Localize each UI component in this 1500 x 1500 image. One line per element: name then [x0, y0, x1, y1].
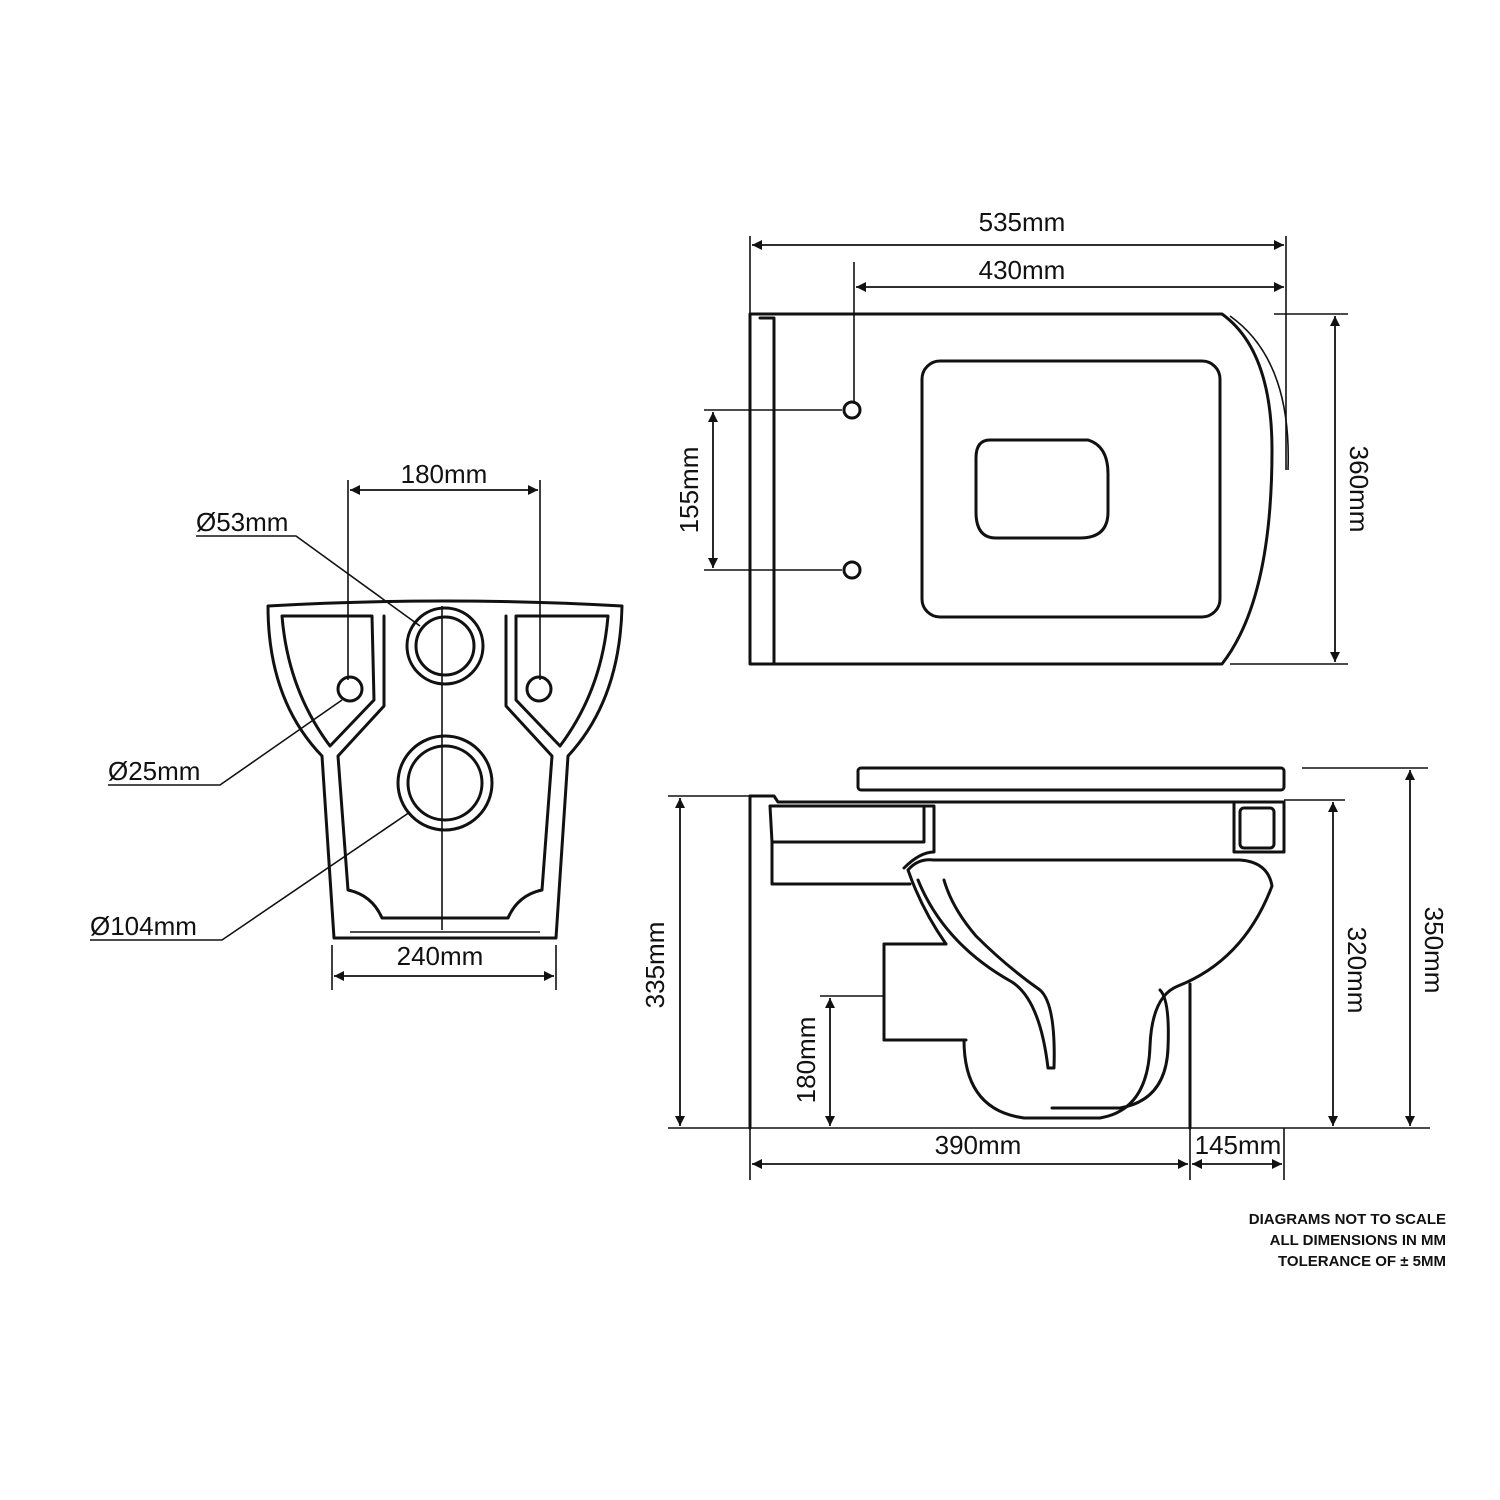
- dimension-label-180: 180mm: [401, 459, 488, 489]
- top-view-seat-edge: [1229, 315, 1290, 471]
- note-not-to-scale: DIAGRAMS NOT TO SCALE: [1249, 1211, 1446, 1228]
- front-rim: [1232, 800, 1286, 854]
- bowl-inner: [916, 878, 1056, 1070]
- rim-top: [748, 794, 1286, 804]
- note-all-dimensions: ALL DIMENSIONS IN MM: [1270, 1232, 1446, 1249]
- rear-frame: [770, 840, 912, 886]
- rear-view: 180mm Ø53mm Ø25mm Ø104mm 240mm: [90, 459, 624, 990]
- seat-outline: [920, 359, 1222, 619]
- dimension-label-25: Ø25mm: [108, 756, 200, 786]
- bowl-opening: [974, 438, 1110, 540]
- rear-view-left-pocket: [280, 614, 376, 748]
- rim-post: [902, 804, 936, 870]
- dimension-label-390: 390mm: [935, 1130, 1022, 1160]
- leader-53: [196, 535, 421, 627]
- rear-view-inner-channel: [336, 614, 554, 920]
- bowl-outer: [882, 858, 1274, 1120]
- drawing-notes: DIAGRAMS NOT TO SCALE ALL DIMENSIONS IN …: [1249, 1211, 1446, 1270]
- dimension-label-155: 155mm: [674, 447, 704, 534]
- dimension-label-53: Ø53mm: [196, 507, 288, 537]
- fixing-hole-right: [525, 675, 553, 703]
- fixing-hole-bottom: [842, 560, 862, 580]
- side-view: 335mm 180mm 320mm 350mm 390mm 145mm: [640, 766, 1449, 1180]
- dimension-label-145: 145mm: [1195, 1130, 1282, 1160]
- top-view: 535mm 430mm 155mm 360mm: [674, 207, 1374, 666]
- dimension-label-430: 430mm: [979, 255, 1066, 285]
- dimension-label-535: 535mm: [979, 207, 1066, 237]
- dimension-label-350: 350mm: [1419, 907, 1449, 994]
- leader-104: [90, 811, 411, 941]
- front-rim-box: [1238, 806, 1276, 850]
- trap-inner: [1050, 988, 1170, 1110]
- water-inlet-inner: [414, 615, 476, 677]
- rear-view-right-pocket: [514, 614, 610, 748]
- fixing-hole-top: [842, 400, 862, 420]
- leader-25: [108, 699, 343, 786]
- top-view-rear-edge: [758, 316, 776, 666]
- water-inlet-outer: [405, 606, 485, 686]
- waste-outlet-outer: [396, 734, 494, 832]
- rear-chamber: [768, 804, 926, 844]
- dimension-label-180-side: 180mm: [791, 1017, 821, 1104]
- seat-lid: [856, 766, 1286, 792]
- dimension-label-104: Ø104mm: [90, 911, 197, 941]
- note-tolerance: TOLERANCE OF ± 5MM: [1278, 1253, 1446, 1270]
- dimension-label-320: 320mm: [1342, 927, 1372, 1014]
- waste-outlet-inner: [406, 744, 484, 822]
- fixing-hole-left: [336, 675, 364, 703]
- dimension-label-240: 240mm: [397, 941, 484, 971]
- dimension-label-360: 360mm: [1344, 446, 1374, 533]
- dimension-label-335: 335mm: [640, 922, 670, 1009]
- top-view-outline: [748, 312, 1274, 666]
- rear-view-body-outline: [266, 599, 624, 940]
